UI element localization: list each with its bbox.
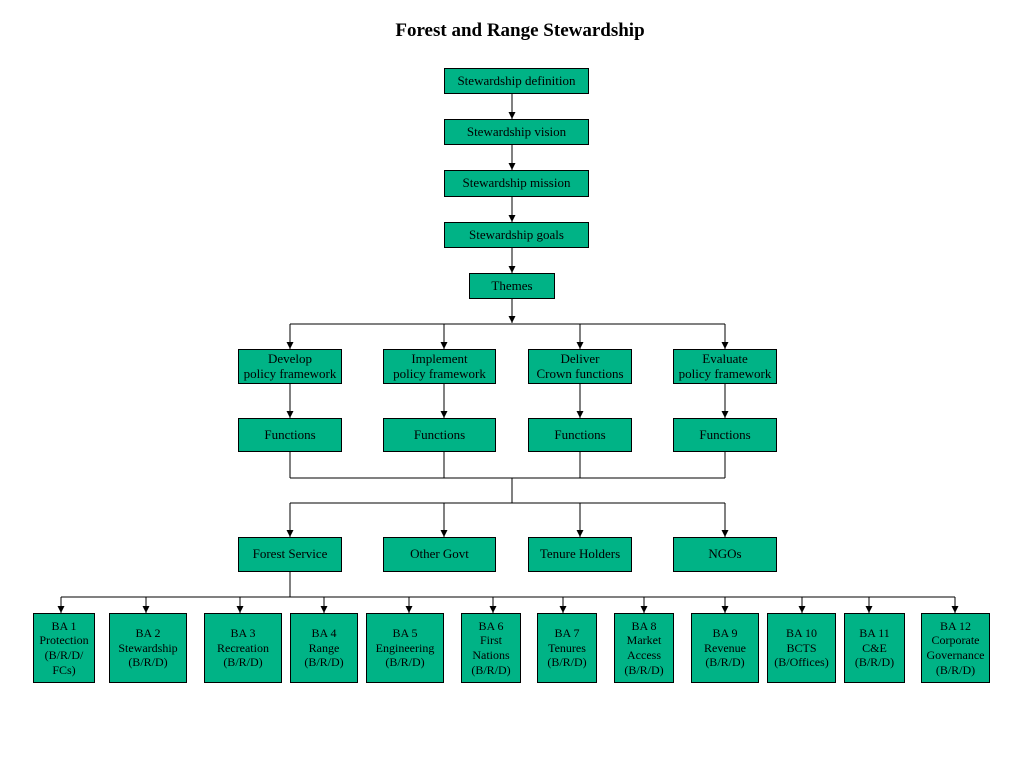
node-ba12-corporate-governance: BA 12 Corporate Governance (B/R/D) [921,613,990,683]
node-ba3-recreation: BA 3 Recreation (B/R/D) [204,613,282,683]
node-functions-deliver: Functions [528,418,632,452]
node-other-govt: Other Govt [383,537,496,572]
node-themes: Themes [469,273,555,299]
node-functions-implement: Functions [383,418,496,452]
node-evaluate-policy-framework: Evaluate policy framework [673,349,777,384]
node-ba2-stewardship: BA 2 Stewardship (B/R/D) [109,613,187,683]
node-stewardship-definition: Stewardship definition [444,68,589,94]
node-stewardship-mission: Stewardship mission [444,170,589,197]
node-ba6-first-nations: BA 6 First Nations (B/R/D) [461,613,521,683]
node-functions-evaluate: Functions [673,418,777,452]
node-develop-policy-framework: Develop policy framework [238,349,342,384]
node-tenure-holders: Tenure Holders [528,537,632,572]
node-ba7-tenures: BA 7 Tenures (B/R/D) [537,613,597,683]
node-ba11-c-and-e: BA 11 C&E (B/R/D) [844,613,905,683]
node-ba10-bcts: BA 10 BCTS (B/Offices) [767,613,836,683]
node-stewardship-goals: Stewardship goals [444,222,589,248]
node-ba8-market-access: BA 8 Market Access (B/R/D) [614,613,674,683]
node-functions-develop: Functions [238,418,342,452]
node-ba4-range: BA 4 Range (B/R/D) [290,613,358,683]
node-deliver-crown-functions: Deliver Crown functions [528,349,632,384]
node-ba1-protection: BA 1 Protection (B/R/D/ FCs) [33,613,95,683]
diagram-title: Forest and Range Stewardship [395,20,645,41]
node-stewardship-vision: Stewardship vision [444,119,589,145]
node-ba5-engineering: BA 5 Engineering (B/R/D) [366,613,444,683]
node-ba9-revenue: BA 9 Revenue (B/R/D) [691,613,759,683]
node-ngos: NGOs [673,537,777,572]
node-implement-policy-framework: Implement policy framework [383,349,496,384]
node-forest-service: Forest Service [238,537,342,572]
